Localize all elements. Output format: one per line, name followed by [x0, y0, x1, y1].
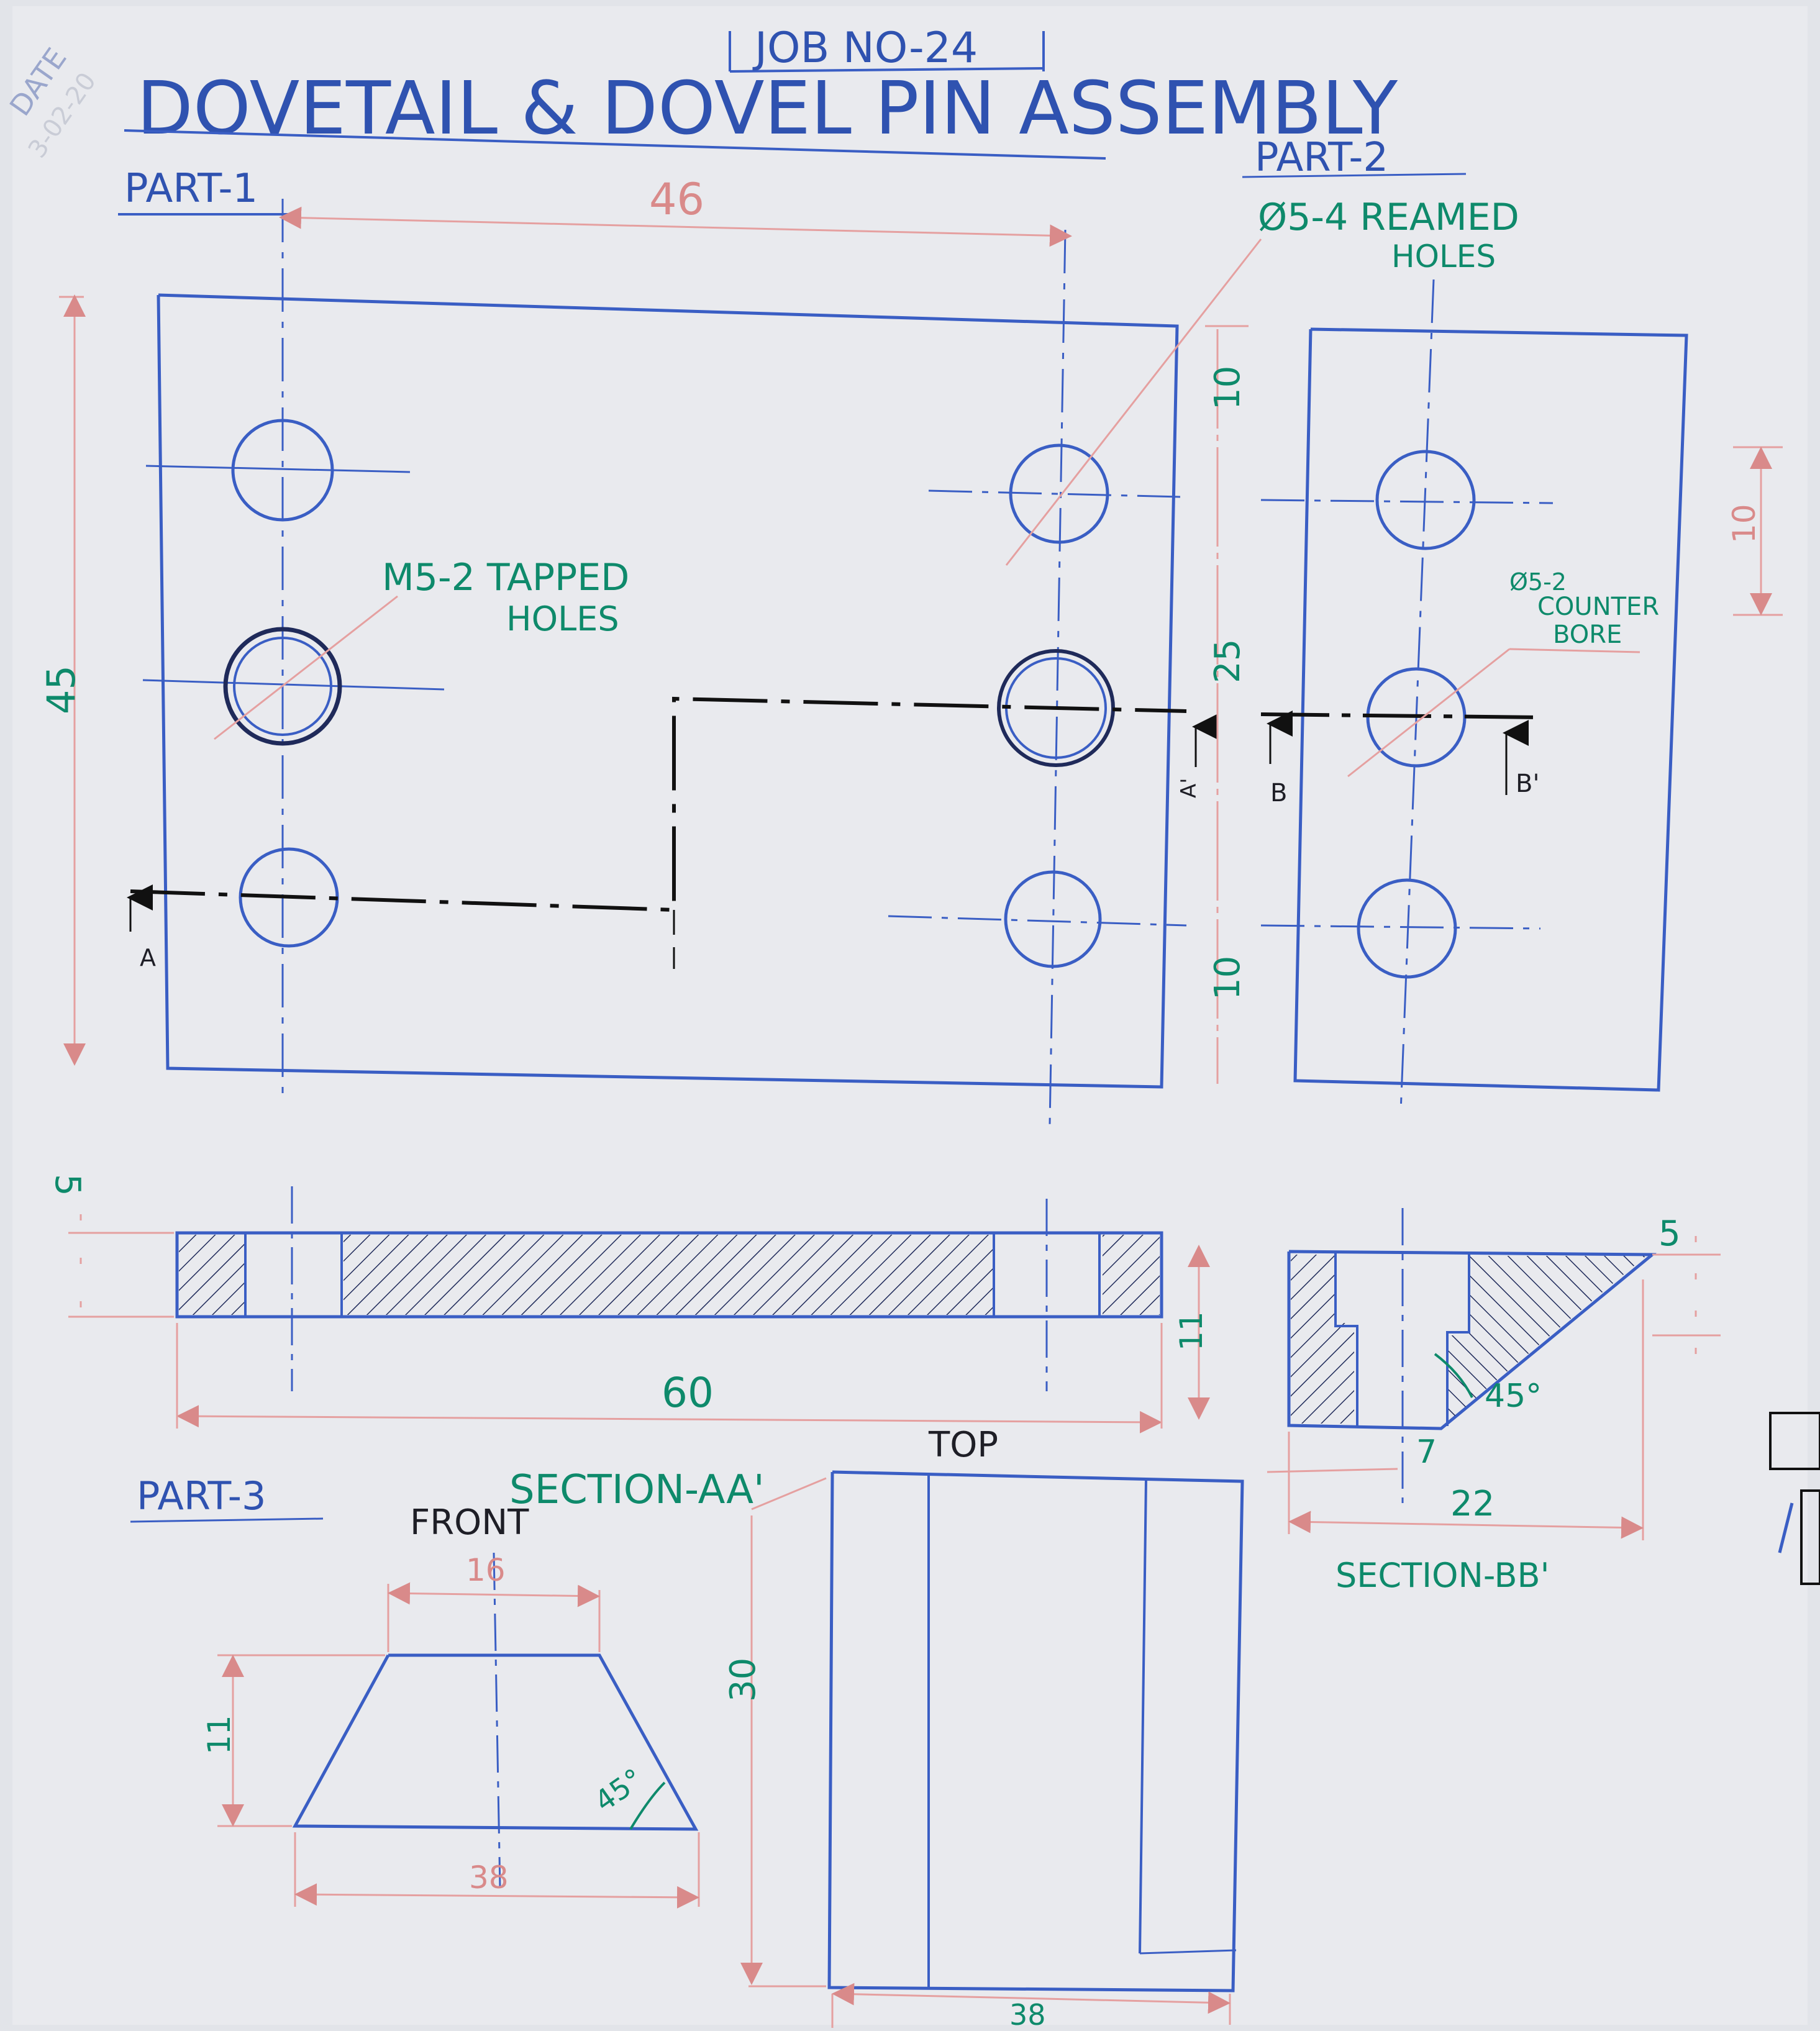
counterbore-note: Ø5-2 — [1509, 568, 1567, 596]
reamed-holes-note: Ø5-4 REAMED — [1258, 196, 1519, 239]
job-number-box: JOB NO-24 — [729, 24, 1045, 73]
top-view-label: TOP — [928, 1425, 998, 1465]
part3-label: PART-3 — [137, 1473, 266, 1519]
dim-part2-bottom: 10 — [1208, 956, 1248, 1000]
hole-bottom — [1357, 878, 1457, 979]
part2-side-view: B B' Ø5-2 COUNTER BORE 10 25 10 10 — [1205, 279, 1783, 1112]
reamed-hole-bottom — [1004, 870, 1102, 968]
reamed-holes-note-2: HOLES — [1391, 239, 1496, 275]
whiteboard — [12, 6, 1808, 2025]
dim-bb-bottom: 7 — [1416, 1434, 1437, 1471]
job-number: JOB NO-24 — [752, 24, 978, 73]
front-view-label: FRONT — [410, 1502, 529, 1543]
section-aa-label: SECTION-AA' — [509, 1467, 765, 1513]
drawing-title: DOVETAIL & DOVEL PIN ASSEMBLY — [137, 65, 1398, 151]
section-bb-label: SECTION-BB' — [1335, 1556, 1549, 1595]
section-mark-b-prime: B' — [1516, 770, 1539, 798]
dim-p3-height: 11 — [201, 1715, 237, 1755]
dim-aa-step: 5 — [47, 1174, 88, 1196]
bb-angle: 45° — [1485, 1378, 1542, 1415]
dim-part2-top: 10 — [1208, 366, 1248, 410]
section-mark-b: B — [1270, 779, 1287, 807]
dim-bb-width: 22 — [1450, 1484, 1495, 1524]
dim-top-view-width: 38 — [1009, 1998, 1046, 2031]
dim-part1-width: 46 — [649, 174, 704, 225]
part3-top-view: TOP 30 38 — [723, 1425, 1244, 2031]
part2-label: PART-2 — [1255, 135, 1388, 181]
tapped-holes-note: M5-2 TAPPED — [382, 556, 629, 599]
part1-label: PART-1 — [124, 166, 258, 212]
hole-top — [1375, 450, 1476, 550]
dim-bb-top: 5 — [1658, 1214, 1681, 1254]
counterbore-note-2: COUNTER — [1537, 593, 1659, 621]
counterbore-note-3: BORE — [1553, 620, 1622, 649]
tapped-hole-middle — [223, 627, 342, 746]
section-mark-a-prime: A' — [1176, 778, 1201, 798]
dim-top-view-height: 30 — [723, 1658, 763, 1702]
section-aa-view: 5 60 11 SECTION-AA' — [47, 1174, 1210, 1513]
offscreen-drawing-fragment — [1769, 1412, 1820, 1585]
dim-part2-side: 10 — [1726, 504, 1762, 543]
section-mark-a: A — [140, 944, 156, 971]
dim-aa-height: 11 — [1173, 1311, 1209, 1351]
section-bb-view: 45° 5 22 7 SECTION-BB' — [1267, 1208, 1721, 1595]
dim-part2-mid: 25 — [1208, 639, 1248, 683]
tapped-hole-top — [231, 419, 334, 522]
tapped-holes-note-2: HOLES — [506, 599, 619, 638]
dim-part1-height: 45 — [39, 665, 84, 714]
reamed-hole-top — [1009, 443, 1109, 544]
dim-p3-top-width: 16 — [466, 1552, 506, 1588]
dim-p3-base: 38 — [469, 1860, 509, 1896]
part1-plan-view: A A' M5-2 TAPPED HOLES 46 45 — [39, 174, 1218, 1125]
dim-aa-length: 60 — [662, 1369, 714, 1417]
